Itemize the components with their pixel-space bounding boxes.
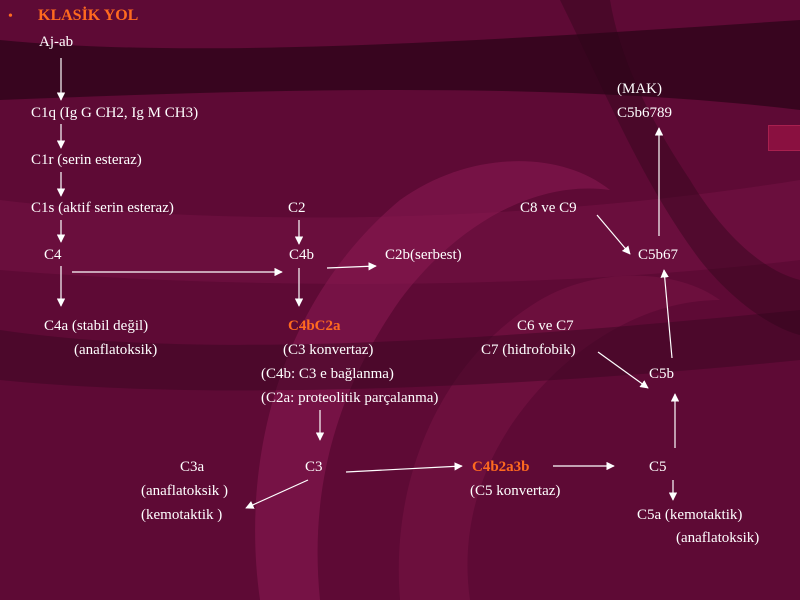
node-c2: C2 (288, 200, 306, 216)
node-c4a-note: (anaflatoksik) (74, 342, 158, 358)
node-c3a-note-2: (kemotaktik ) (141, 507, 223, 523)
node-c3-konvertaz: (C3 konvertaz) (283, 342, 374, 358)
node-c5-konvertaz: (C5 konvertaz) (470, 483, 561, 499)
node-c8-c9: C8 ve C9 (520, 200, 577, 216)
node-c5b67: C5b67 (638, 247, 679, 263)
node-c4b: C4b (289, 247, 315, 263)
node-c7-note: C7 (hidrofobik) (481, 342, 576, 358)
node-c5a: C5a (kemotaktik) (637, 507, 743, 523)
node-c1r: C1r (serin esteraz) (31, 152, 142, 168)
arrow-c3-c3a (245, 479, 309, 509)
arrow-c5b-c5b67 (660, 269, 673, 359)
node-c5a-note: (anaflatoksik) (676, 530, 760, 546)
arrow-c4b-c2b (326, 262, 377, 271)
node-c4a: C4a (stabil değil) (44, 318, 149, 334)
node-c5b: C5b (649, 366, 675, 382)
arrow-c8c9-c5b67 (596, 214, 631, 255)
title-bullet: • (8, 9, 13, 24)
node-c1q: C1q (Ig G CH2, Ig M CH3) (31, 105, 199, 121)
node-c1s: C1s (aktif serin esteraz) (31, 200, 174, 216)
page-title: KLASİK YOL (38, 7, 139, 24)
node-c2b: C2b(serbest) (385, 247, 462, 263)
node-c6-c7: C6 ve C7 (517, 318, 574, 334)
decorative-tab (768, 125, 800, 151)
node-c4bc2a: C4bC2a (288, 318, 341, 334)
node-mak: (MAK) (617, 81, 662, 97)
node-aj-ab: Aj-ab (39, 34, 74, 50)
node-c3a: C3a (180, 459, 205, 475)
node-c4b2a3b: C4b2a3b (472, 459, 530, 475)
node-c4b-note: (C4b: C3 e bağlanma) (261, 366, 394, 382)
node-c3: C3 (305, 459, 323, 475)
arrow-c3-c4b2a3b (345, 462, 463, 473)
node-c3a-note-1: (anaflatoksik ) (141, 483, 229, 499)
node-c2a-note: (C2a: proteolitik parçalanma) (261, 390, 439, 406)
node-c4: C4 (44, 247, 62, 263)
node-c5b6789: C5b6789 (617, 105, 673, 121)
node-c5: C5 (649, 459, 667, 475)
arrow-c7-c5b (597, 351, 649, 389)
